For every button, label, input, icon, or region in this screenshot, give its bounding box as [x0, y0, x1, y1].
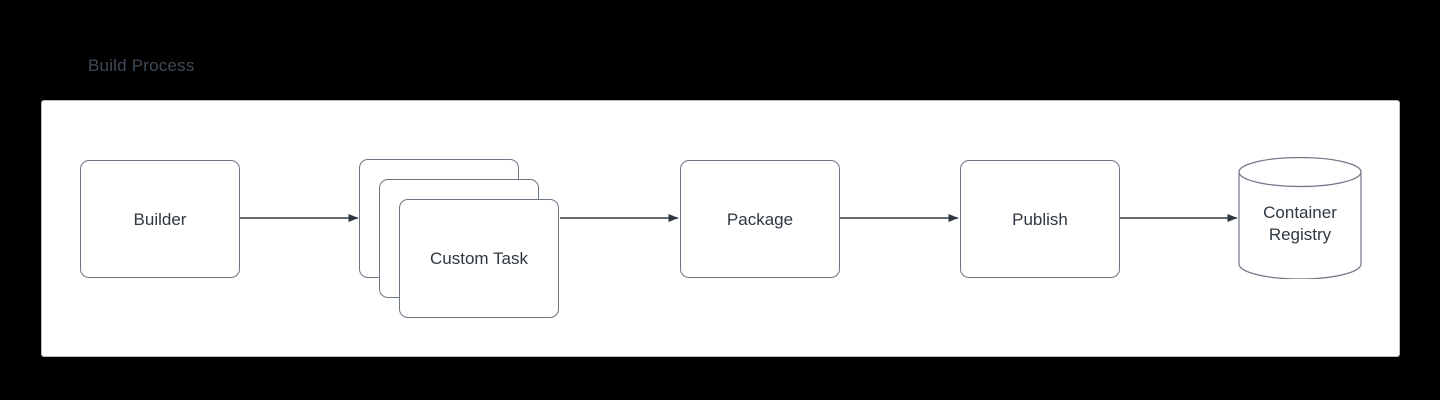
- node-custom-task-card-front[interactable]: Custom Task: [399, 199, 559, 318]
- node-package-label: Package: [726, 209, 794, 229]
- node-container-registry-label: Container Registry: [1238, 157, 1362, 279]
- node-publish[interactable]: Publish: [960, 160, 1120, 278]
- node-builder-label: Builder: [133, 209, 187, 229]
- node-container-registry-label-line2: Registry: [1268, 225, 1332, 244]
- node-builder[interactable]: Builder: [80, 160, 240, 278]
- node-container-registry-label-line1: Container: [1263, 203, 1337, 222]
- node-custom-task-label: Custom Task: [430, 248, 528, 268]
- node-package[interactable]: Package: [680, 160, 840, 278]
- node-container-registry[interactable]: Container Registry: [1238, 157, 1362, 279]
- cylinder-icon: [1238, 157, 1362, 279]
- diagram-title: Build Process: [88, 56, 195, 75]
- node-publish-label: Publish: [1012, 209, 1068, 229]
